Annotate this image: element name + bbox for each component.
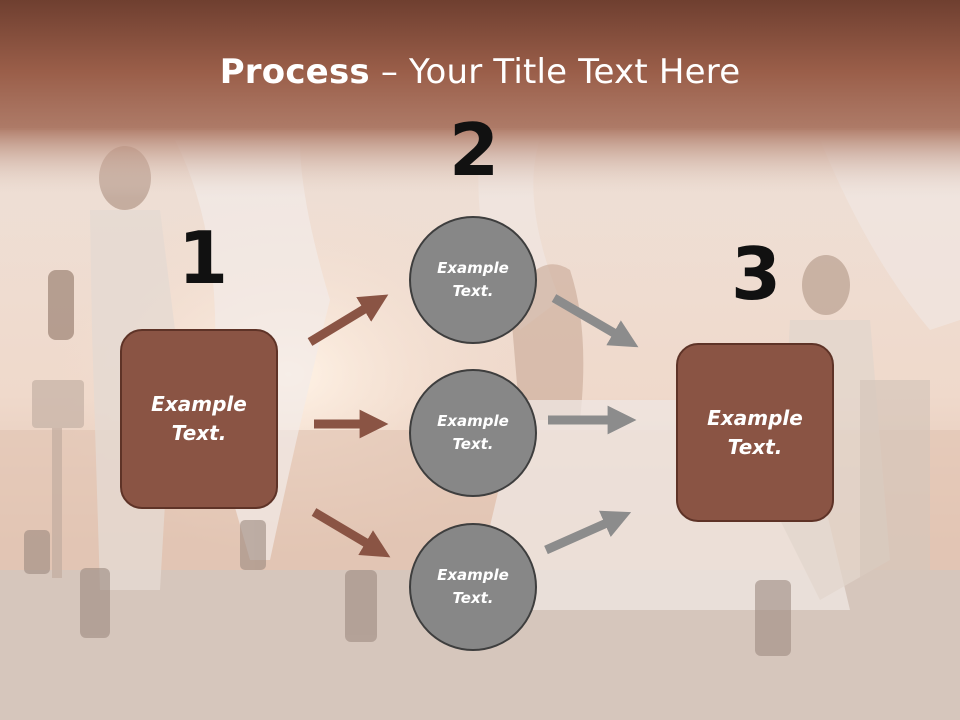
step-2-circle-bottom: Example Text. <box>409 523 537 651</box>
slide-title: Process – Your Title Text Here <box>0 52 960 92</box>
arrow-1-to-circle-bottom <box>311 508 391 558</box>
arrow-circle-bottom-to-3 <box>544 510 632 555</box>
step-number-2: 2 <box>449 108 500 192</box>
circle-bottom-line1: Example <box>437 566 509 584</box>
circle-bottom-line2: Text. <box>452 589 494 607</box>
step-3-box: Example Text. <box>676 343 834 522</box>
circle-middle-line1: Example <box>437 412 509 430</box>
step-number-1: 1 <box>178 216 229 300</box>
step-3-text-line1: Example <box>707 405 803 430</box>
step-2-circle-middle: Example Text. <box>409 369 537 497</box>
step-1-text-line2: Text. <box>171 421 227 445</box>
circle-top-line2: Text. <box>452 282 494 300</box>
circle-middle-line2: Text. <box>452 435 494 453</box>
step-number-3: 3 <box>731 232 782 316</box>
step-2-circle-top: Example Text. <box>409 216 537 344</box>
arrow-circle-top-to-3 <box>551 294 639 348</box>
step-1-text-line1: Example <box>151 392 247 416</box>
step-3-text-line2: Text. <box>727 434 783 459</box>
title-rest: – Your Title Text Here <box>369 52 741 92</box>
step-1-box: Example Text. <box>120 329 278 509</box>
arrow-1-to-circle-top <box>307 294 389 346</box>
circle-top-line1: Example <box>437 259 509 277</box>
title-bold: Process <box>219 52 370 92</box>
